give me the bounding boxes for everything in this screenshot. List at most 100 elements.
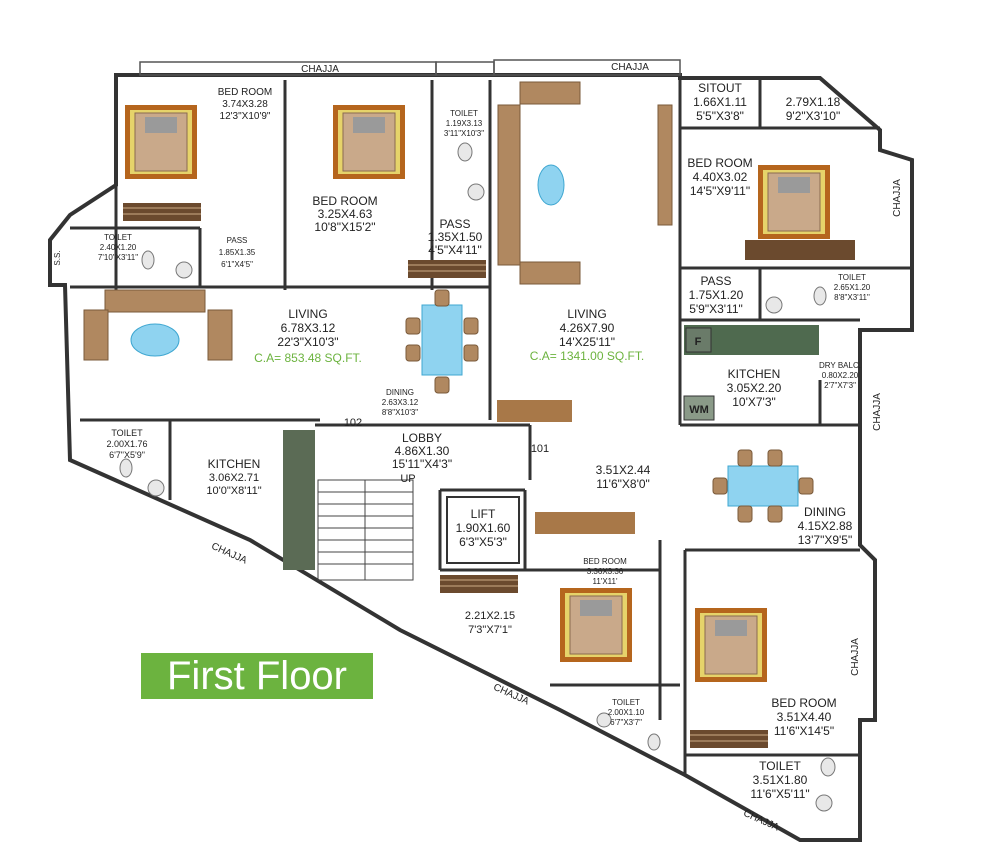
chajja-label: CHAJJA	[892, 179, 903, 217]
room-ft: 7'10"X3'11"	[98, 253, 138, 262]
room-name: DINING	[386, 388, 414, 397]
lobby-ft: 15'11"X4'3"	[392, 457, 452, 471]
lift-name: LIFT	[471, 507, 496, 521]
room-ft: 8'8"X3'11"	[834, 293, 870, 302]
floor-title-banner: First Floor	[141, 653, 373, 699]
room-ft: 10'0"X8'11"	[206, 485, 261, 497]
fridge-label: F	[695, 336, 702, 348]
room-size: 4.26X7.90	[560, 321, 615, 335]
room-name: TOILET	[612, 698, 640, 707]
room-ft: 12'3"X10'9"	[220, 111, 271, 122]
room-ft: 7'3"X7'1"	[468, 624, 512, 636]
room-name: PASS	[439, 217, 470, 231]
room-ft: 9'2"X3'10"	[786, 109, 840, 123]
room-size: 3.25X4.63	[318, 207, 373, 221]
room-size: 2.79X1.18	[786, 95, 841, 109]
room-ft: 10'8"X15'2"	[314, 220, 375, 234]
chajja-top-mid	[435, 61, 495, 76]
room-size: 3.51X1.80	[753, 773, 808, 787]
room-ft: 10'X7'3"	[732, 395, 776, 409]
chajja-label: CHAJJA	[611, 62, 649, 73]
chajja-top-right	[493, 59, 681, 76]
room-size: 6.78X3.12	[281, 321, 336, 335]
room-ft: 2'7"X7'3"	[824, 381, 856, 390]
room-ft: 6'7"X3'7"	[610, 718, 642, 727]
room-name: TOILET	[838, 273, 866, 282]
chajja-label: CHAJJA	[210, 541, 249, 567]
bed-icon	[757, 164, 831, 240]
bed-icon	[332, 104, 406, 180]
room-size: 2.40X1.20	[100, 243, 137, 252]
room-ft: 3'11"X10'3"	[444, 129, 484, 138]
room-ft: 5'9"X3'11"	[689, 302, 743, 316]
room-size: 0.80X2.20	[822, 371, 859, 380]
chajja-label: CHAJJA	[872, 393, 883, 431]
room-name: TOILET	[111, 428, 143, 438]
room-size: 4.40X3.02	[693, 170, 748, 184]
room-name: KITCHEN	[728, 367, 781, 381]
room-size: 1.35X1.50	[428, 230, 483, 244]
room-name: DINING	[804, 505, 846, 519]
dining-table-icon	[712, 449, 814, 523]
room-name: TOILET	[759, 759, 801, 773]
room-size: 1.66X1.11	[693, 95, 747, 109]
chajja-label: CHAJJA	[301, 64, 339, 75]
room-size: 3.36X3.36	[587, 567, 624, 576]
room-size: 3.51X2.44	[596, 463, 651, 477]
wardrobe-icon	[745, 240, 855, 260]
room-name: BED ROOM	[687, 156, 752, 170]
room-ft: 14'X25'11"	[559, 335, 615, 349]
room-name: BED ROOM	[583, 557, 627, 566]
ss-label: S.S.	[53, 250, 62, 265]
room-size: 1.19X3.13	[446, 119, 483, 128]
room-size: 2.63X3.12	[382, 398, 419, 407]
room-ft: 6'1"X4'5"	[221, 260, 253, 269]
room-name: DRY BALC.	[819, 361, 861, 370]
stairs-up-label: UP	[400, 473, 415, 485]
carpet-area: C.A= 853.48 SQ.FT.	[254, 351, 362, 365]
lift-shaft	[446, 496, 520, 564]
room-name: KITCHEN	[208, 457, 261, 471]
chajja-label: CHAJJA	[850, 638, 861, 676]
room-ft: 11'6"X5'11"	[750, 787, 809, 801]
room-ft: 11'6"X14'5"	[774, 724, 834, 738]
room-ft: 4'5"X4'11"	[428, 243, 482, 257]
room-size: 2.00X1.76	[106, 439, 147, 449]
room-ft: 8'8"X10'3"	[382, 408, 418, 417]
room-ft: 6'7"X5'9"	[109, 450, 145, 460]
fridge-icon	[685, 327, 712, 353]
chajja-label: CHAJJA	[742, 808, 781, 834]
room-ft: 5'5"X3'8"	[696, 109, 744, 123]
room-size: 3.05X2.20	[727, 381, 782, 395]
kitchen-platform-icon	[283, 430, 315, 570]
room-name: BED ROOM	[218, 87, 272, 98]
bed-icon	[694, 607, 768, 683]
wardrobe-icon	[408, 260, 486, 278]
room-name: PASS	[700, 274, 731, 288]
room-name: BED ROOM	[771, 696, 836, 710]
sofa-set-icon	[497, 81, 673, 285]
room-name: PASS	[227, 236, 248, 245]
wardrobe-icon	[690, 730, 768, 748]
sofa-set-icon	[83, 289, 233, 361]
lift-ft: 6'3"X5'3"	[459, 535, 507, 549]
room-size: 1.85X1.35	[219, 248, 256, 257]
lift-size: 1.90X1.60	[456, 521, 511, 535]
wardrobe-icon	[440, 575, 518, 593]
room-name: SITOUT	[698, 81, 742, 95]
room-ft: 11'6"X8'0"	[596, 477, 650, 491]
flat-number: 102	[344, 417, 362, 429]
bed-icon	[124, 104, 198, 180]
room-name: TOILET	[450, 109, 478, 118]
counter-icon	[497, 400, 572, 422]
washing-machine-label: WM	[689, 404, 709, 416]
lobby-name: LOBBY	[402, 431, 442, 445]
room-size: 3.06X2.71	[209, 472, 259, 484]
room-ft: 13'7"X9'5"	[798, 533, 852, 547]
room-ft: 22'3"X10'3"	[277, 335, 338, 349]
dining-table-icon	[405, 289, 479, 394]
lobby-size: 4.86X1.30	[395, 444, 450, 458]
counter-icon	[535, 512, 635, 534]
room-ft: 14'5"X9'11"	[690, 184, 750, 198]
room-name: TOILET	[104, 233, 132, 242]
